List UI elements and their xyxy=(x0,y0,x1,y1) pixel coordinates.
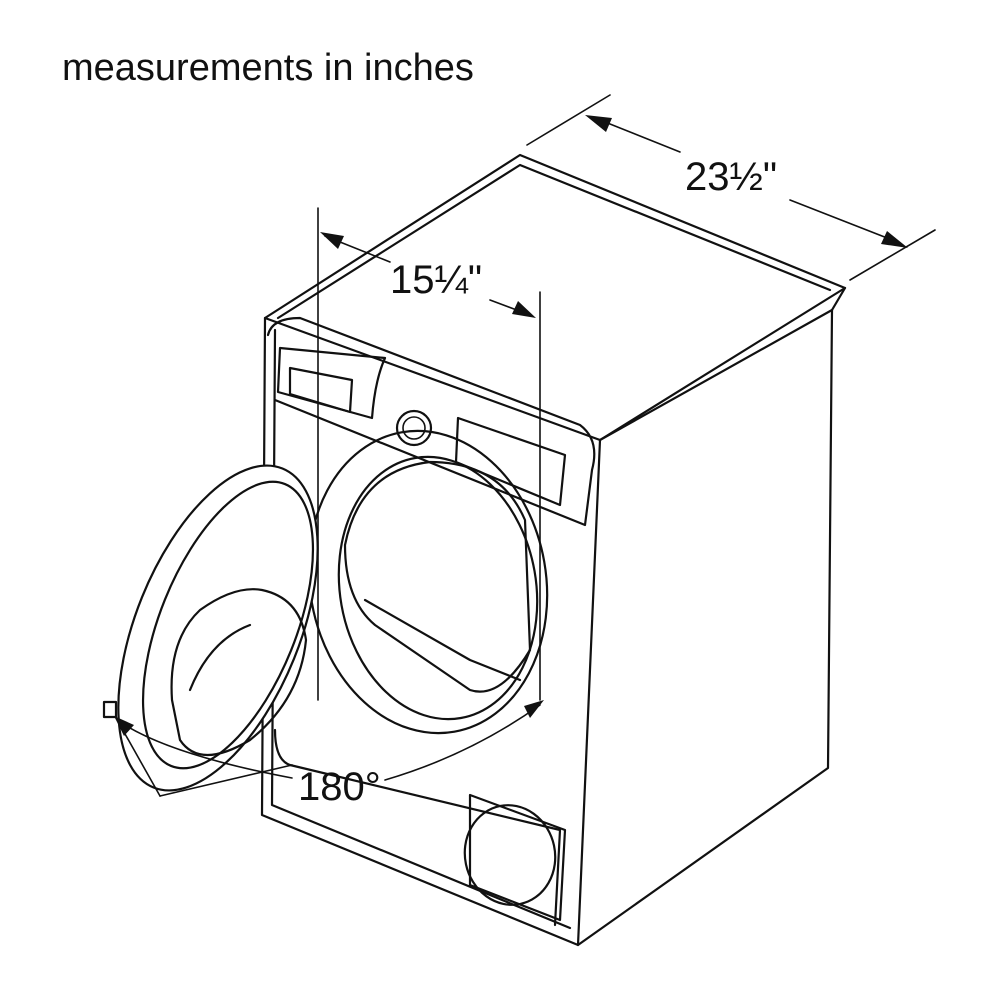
filter-cover xyxy=(463,804,557,906)
swing-arrow-end xyxy=(524,700,544,718)
diagram-title: measurements in inches xyxy=(62,47,474,89)
door-swing-dimension xyxy=(114,700,544,797)
door-width-arrow-start xyxy=(320,232,344,249)
depth-label: 23½" xyxy=(685,155,777,199)
depth-arrow-start xyxy=(585,115,612,132)
depth-dimension xyxy=(526,94,936,281)
door-width-dimension xyxy=(317,207,541,701)
swing-arrow-start xyxy=(114,716,134,736)
depth-arrow-end xyxy=(881,231,908,248)
dryer-cabinet xyxy=(260,153,847,947)
door-swing-label: 180° xyxy=(298,765,381,809)
door-width-arrow-end xyxy=(512,301,536,318)
door-latch xyxy=(102,700,118,719)
open-door xyxy=(102,464,319,792)
lower-panel xyxy=(273,728,567,927)
door-opening xyxy=(307,429,549,735)
program-dial xyxy=(395,409,433,447)
door-width-label: 15¼" xyxy=(390,258,482,302)
control-panel xyxy=(266,316,596,527)
